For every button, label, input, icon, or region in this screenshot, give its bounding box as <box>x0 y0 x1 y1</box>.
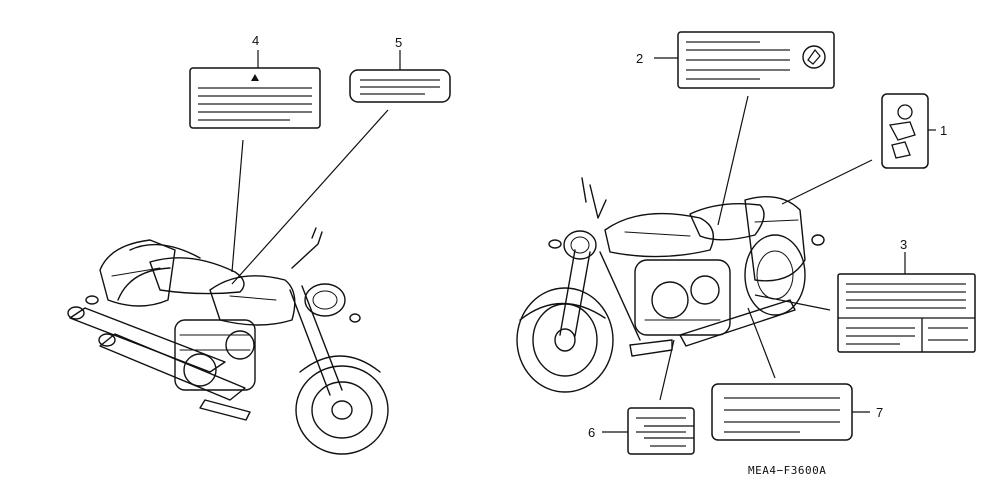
leader-7 <box>747 307 776 379</box>
leader-1 <box>781 159 873 205</box>
info-label-6 <box>627 407 695 455</box>
motorcycle-left-view <box>67 227 389 455</box>
callout-6: 6 <box>588 425 596 440</box>
motorcycle-right-view <box>516 177 825 393</box>
callout-1: 1 <box>940 123 948 138</box>
info-label-7 <box>711 383 853 441</box>
pictogram-icon <box>888 104 916 159</box>
leader-5 <box>231 109 389 285</box>
caution-label-4 <box>189 67 321 129</box>
warning-triangle-icon <box>251 74 259 81</box>
leader-4 <box>231 139 244 273</box>
leader-6 <box>659 339 675 401</box>
spec-label-3 <box>837 273 976 353</box>
info-label-2 <box>677 31 835 89</box>
diagram-code: MEA4−F3600A <box>748 464 827 477</box>
pictogram-label-1 <box>881 93 929 169</box>
callout-3: 3 <box>900 237 908 252</box>
leader-lines <box>231 50 936 433</box>
leader-2 <box>717 95 749 226</box>
callout-7: 7 <box>876 405 884 420</box>
callout-5: 5 <box>395 35 403 50</box>
leader-3 <box>754 294 831 311</box>
manual-book-icon <box>802 45 826 69</box>
callout-4: 4 <box>252 33 260 48</box>
callout-2: 2 <box>636 51 644 66</box>
caution-label-5 <box>349 69 451 103</box>
